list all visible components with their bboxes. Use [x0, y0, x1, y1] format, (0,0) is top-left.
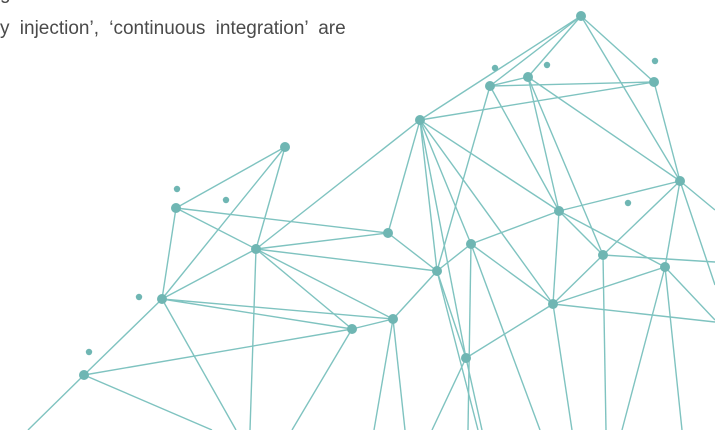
- network-nodes: [79, 11, 685, 380]
- clipped-text-line: g: [0, 0, 11, 5]
- network-stray-dots: [85, 57, 659, 356]
- body-text-line: y injection’, ‘continuous integration’ a…: [0, 18, 346, 39]
- network-lines: [27, 15, 715, 430]
